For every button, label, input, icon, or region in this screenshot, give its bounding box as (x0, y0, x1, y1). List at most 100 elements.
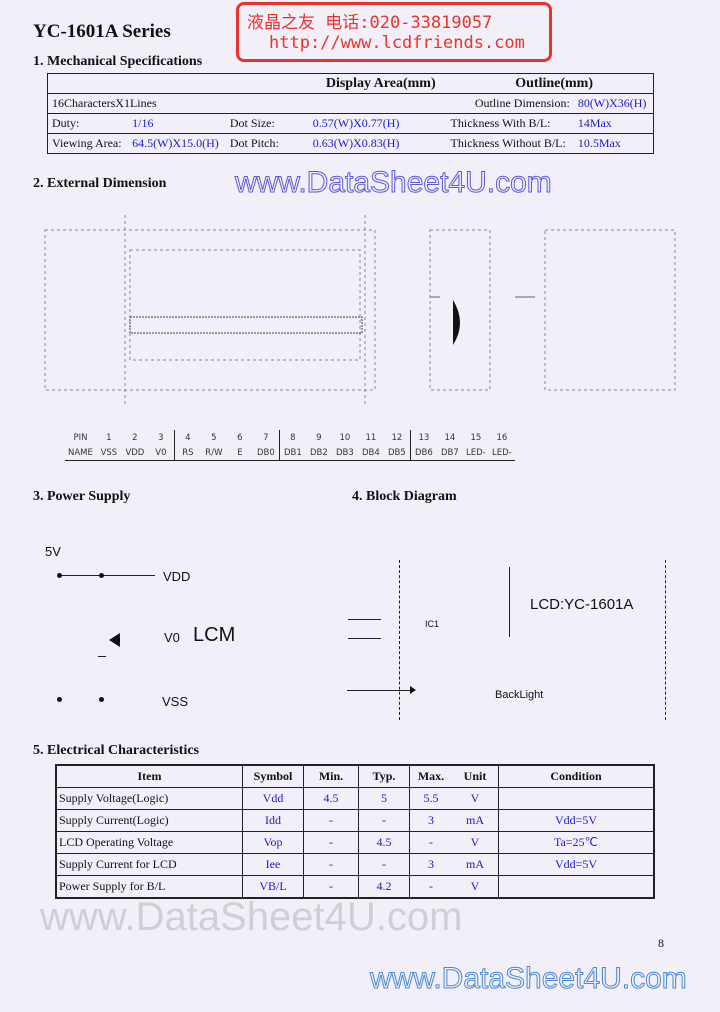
label-lcd-model: LCD:YC-1601A (530, 596, 634, 613)
pin-name: DB5 (383, 445, 411, 461)
pin-number: PIN (73, 432, 88, 443)
watermark-bottom-right: www.DataSheet4U.com (370, 962, 688, 996)
cell-symbol: Vop (242, 831, 304, 854)
cell-unit: mA (452, 809, 499, 832)
pin-name: V0 (147, 445, 175, 461)
cell-typ: 4.2 (358, 875, 410, 899)
contact-stamp: 液晶之友 电话:020-33819057 http://www.lcdfrien… (236, 2, 552, 62)
cell-condition (498, 787, 655, 810)
pin-number: 2 (132, 432, 138, 443)
table-header-row: Item Symbol Min. Typ. Max. Unit Conditio… (55, 764, 655, 788)
section-mechanical-title: 1. Mechanical Specifications (33, 54, 203, 69)
pin-name: DB3 (331, 445, 358, 461)
label-5v: 5V (45, 544, 61, 559)
spec-value: 1/16 (128, 113, 226, 134)
stamp-phone: 液晶之友 电话:020-33819057 (247, 13, 493, 33)
label-vdd: VDD (163, 569, 191, 584)
power-supply-diagram: 5V VDD V0 LCM VSS (0, 530, 340, 730)
pin-number: 14 (444, 432, 456, 443)
spec-label: Dot Pitch: (225, 133, 309, 154)
pin-name: RS (173, 445, 201, 461)
mechanical-spec-table: Display Area(mm)Outline(mm) 16Characters… (47, 73, 654, 154)
external-dimension-drawing (44, 215, 676, 405)
spec-value: 80(W)X36(H) (573, 93, 654, 114)
arrow-icon (109, 633, 120, 647)
pin-number: 5 (211, 432, 217, 443)
header-max: Max. (409, 764, 452, 788)
spec-value: 64.5(W)X15.0(H) (128, 133, 226, 154)
pin-name: LED- (462, 445, 489, 461)
cell-symbol: Vdd (242, 787, 304, 810)
pin-name: R/W (200, 445, 227, 461)
stamp-url[interactable]: http://www.lcdfriends.com (269, 33, 525, 53)
cell-typ: 5 (358, 787, 410, 810)
cell-min: - (303, 853, 359, 876)
label-v0: V0 (164, 630, 180, 645)
electrical-characteristics-table: Item Symbol Min. Typ. Max. Unit Conditio… (55, 764, 655, 899)
pin-name: DB2 (305, 445, 332, 461)
node-dot (99, 697, 104, 702)
cell-typ: - (358, 853, 410, 876)
section-external-title: 2. External Dimension (33, 176, 167, 191)
cell-condition: Ta=25℃ (498, 831, 655, 854)
pin-name: VDD (121, 445, 148, 461)
pin-name: DB1 (278, 445, 306, 461)
section-electrical-title: 5. Electrical Characteristics (33, 743, 199, 758)
pin-number: 4 (173, 430, 201, 445)
cell-max: 3 (409, 853, 452, 876)
spec-value: 14Max (573, 113, 654, 134)
header-unit: Unit (452, 764, 499, 788)
node-dot (99, 573, 104, 578)
pin-name: DB0 (252, 445, 280, 461)
header-min: Min. (303, 764, 359, 788)
side-view-outline (429, 229, 491, 391)
cell-condition: Vdd=5V (498, 809, 655, 832)
header-item: Item (55, 764, 243, 788)
pin-number: 12 (391, 432, 403, 443)
pin-number: 15 (470, 432, 482, 443)
header-condition: Condition (498, 764, 655, 788)
pin-name: E (226, 445, 253, 461)
cell-max: - (409, 875, 452, 899)
page-number: 8 (658, 936, 664, 950)
spec-label: Thickness Without B/L: (446, 133, 574, 154)
cell-item: Supply Current for LCD (55, 853, 243, 876)
vdd-wire (60, 575, 155, 576)
pin-number: 1 (106, 432, 112, 443)
cell-max: 5.5 (409, 787, 452, 810)
outline-header: Outline(mm) (446, 73, 654, 94)
pin-number: 10 (339, 432, 351, 443)
arrow-icon (410, 686, 416, 694)
watermark-center: www.DataSheet4U.com (40, 895, 463, 939)
pin-number: 8 (278, 430, 306, 445)
cell-min: - (303, 809, 359, 832)
document-title: YC-1601A Series (33, 21, 171, 42)
cell-unit: mA (452, 853, 499, 876)
cell-item: LCD Operating Voltage (55, 831, 243, 854)
pin-name: NAME (65, 445, 96, 461)
spec-label: 16CharactersX1Lines (52, 96, 157, 110)
label-backlight: BackLight (495, 689, 544, 701)
cell-unit: V (452, 831, 499, 854)
label-lcm: LCM (193, 624, 236, 646)
spec-label: Viewing Area: (47, 133, 129, 154)
section-block-title: 4. Block Diagram (352, 489, 457, 504)
spec-row: Viewing Area:64.5(W)X15.0(H) Dot Pitch:0… (47, 133, 654, 154)
pin-name: VSS (95, 445, 122, 461)
cell-symbol: Iee (242, 853, 304, 876)
cell-unit: V (452, 787, 499, 810)
spec-label: Dot Size: (225, 113, 309, 134)
cell-max: 3 (409, 809, 452, 832)
cell-condition (498, 875, 655, 899)
spec-value: 10.5Max (573, 133, 654, 154)
character-cells (129, 316, 363, 334)
label-vss: VSS (162, 694, 189, 709)
node-dot (57, 697, 62, 702)
pin-name: DB6 (409, 445, 437, 461)
